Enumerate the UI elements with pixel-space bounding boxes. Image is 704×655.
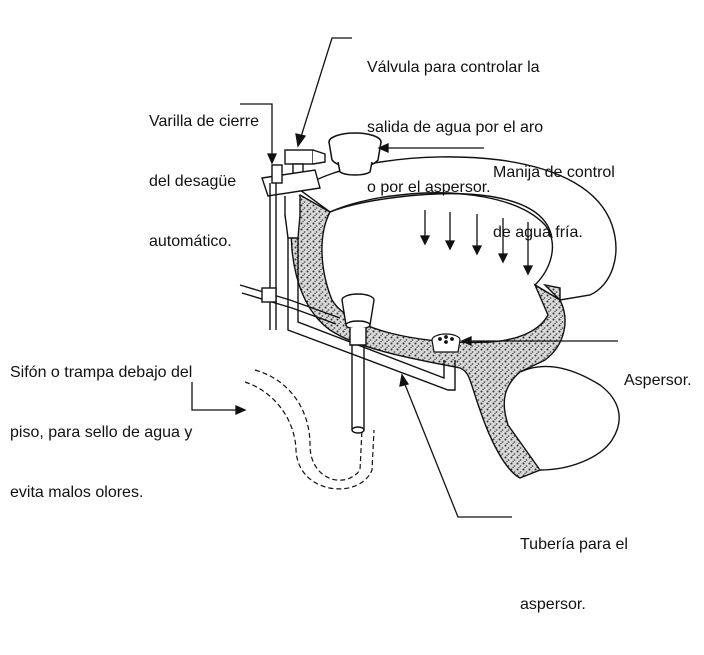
valve-assembly (261, 149, 326, 330)
basin-rim (298, 156, 617, 301)
leader-lines (191, 37, 618, 518)
sprayer (431, 333, 461, 353)
label-sifon: Sifón o trampa debajo del piso, para sel… (10, 364, 193, 501)
label-aspersor: Aspersor. (624, 372, 692, 389)
floor-trap (244, 369, 375, 490)
label-tuberia: Tubería para el aspersor. (520, 536, 628, 613)
basin-section (290, 194, 620, 479)
label-manija: Manija de control de agua fría. (493, 164, 615, 241)
diagram: Válvula para controlar la salida de agua… (10, 37, 692, 613)
label-valvula: Válvula para controlar la salida de agua… (367, 59, 544, 196)
label-varilla: Varilla de cierre del desagüe automático… (149, 113, 259, 250)
spray-pipe (239, 238, 456, 391)
rim-water-arrows (419, 210, 534, 276)
cold-water-knob (328, 132, 382, 176)
drain (341, 293, 375, 434)
bidet-illustration (191, 37, 620, 518)
